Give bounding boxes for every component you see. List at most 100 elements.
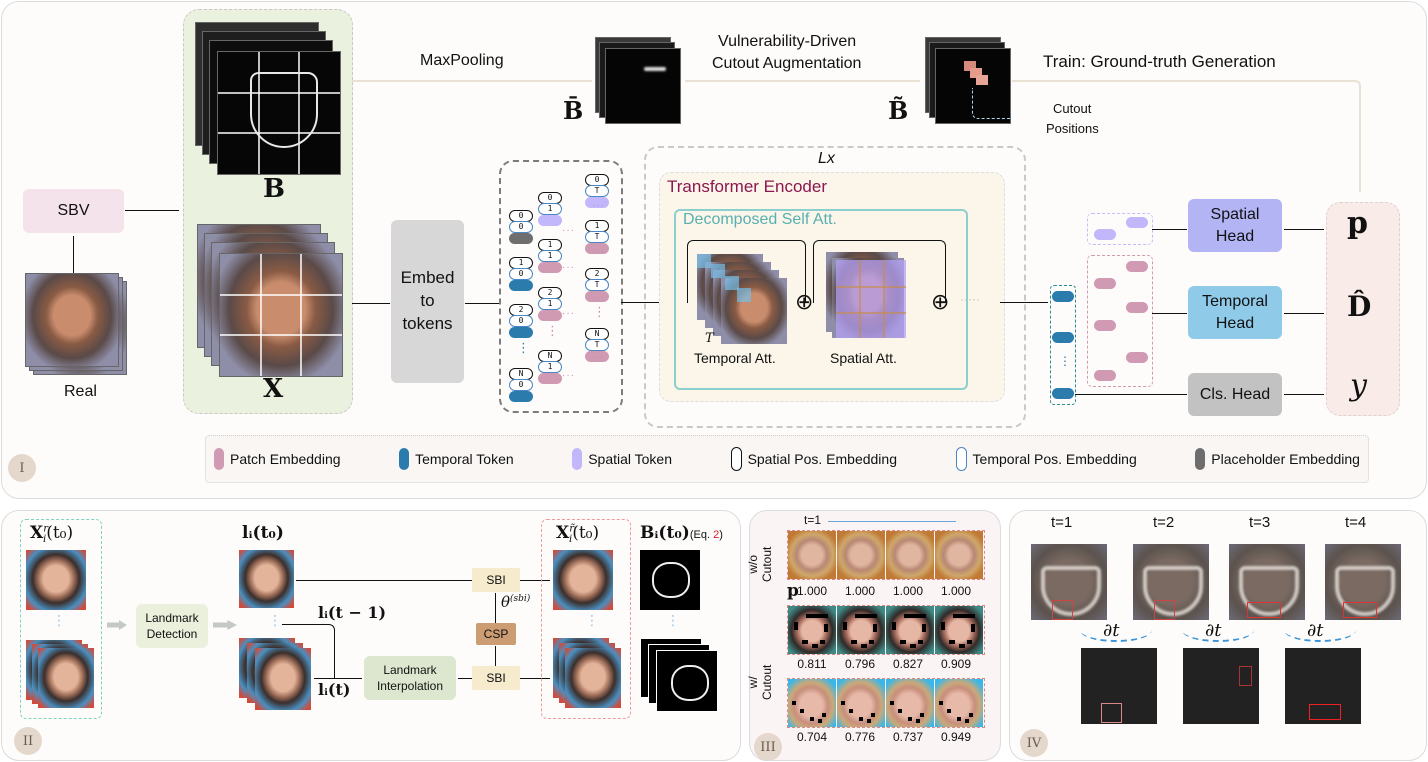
token-vdots: ⋮ — [546, 323, 559, 338]
embed-line1: Embed — [400, 268, 455, 288]
frame-time-label: t=4 — [1345, 514, 1367, 531]
diff-heatmap — [1285, 648, 1361, 724]
vulnerable-region-box — [1154, 600, 1175, 620]
patch-token — [538, 262, 562, 273]
temporal-pos-embedding: 1 — [538, 250, 562, 262]
p-score: 0.949 — [940, 730, 972, 744]
real-frames-clip — [26, 640, 98, 712]
frame-thumbnail — [886, 531, 934, 579]
cutout-label-line1: Cutout — [1053, 101, 1092, 116]
residual-temporal — [687, 240, 806, 303]
legend-item: Temporal Pos. Embedding — [955, 447, 1137, 471]
arrow-y-to-cls — [1284, 394, 1324, 395]
frame-thumbnail — [935, 606, 983, 654]
patch-token — [585, 291, 609, 302]
video-frames-stack — [197, 224, 343, 377]
vulnerable-region-box — [1343, 602, 1377, 618]
arrow-to-temporal-head — [1152, 313, 1187, 314]
lx-label: Lx — [818, 150, 835, 167]
temporal-pos-embedding: T — [585, 185, 609, 197]
fake-frames-clip — [553, 638, 627, 712]
token-dots: ··· — [592, 200, 605, 211]
cutout-label-line2: Positions — [1046, 121, 1099, 136]
legend-swatch — [1195, 448, 1206, 470]
theta-label: θ(sbi) — [501, 593, 531, 611]
temporal-token — [509, 391, 533, 402]
token-dots: ··· — [562, 308, 575, 319]
embed-line2: to — [420, 291, 435, 311]
token-vdots: ⋮ — [517, 340, 530, 355]
t-axis-label: T — [705, 331, 714, 346]
video-symbol: X — [263, 374, 284, 404]
spatial-pos-embedding: 0 — [509, 210, 533, 222]
arrow-tokens-to-encoder — [621, 302, 695, 303]
legend-swatch — [214, 448, 224, 470]
embed-line3: tokens — [402, 313, 453, 333]
legend-item: Spatial Token — [572, 447, 672, 471]
p-score: 0.811 — [797, 657, 827, 671]
eq-ref-link[interactable]: 2 — [713, 529, 720, 541]
embed-tokens-box: Embed to tokens — [391, 220, 464, 383]
temporal-pos-embedding: 1 — [538, 203, 562, 215]
arrow-real-to-sbv — [73, 236, 74, 274]
arrow-embed-to-tokens — [465, 303, 499, 304]
decomposed-self-att-label: Decomposed Self Att. — [683, 211, 837, 228]
spatial-attention-stack — [826, 252, 906, 340]
frame-thumbnail — [886, 606, 934, 654]
cutout-row — [787, 530, 985, 580]
temporal-diff-arrow — [1182, 618, 1254, 642]
decomposed-self-att-block — [674, 209, 968, 390]
frame-thumbnail — [837, 531, 885, 579]
real-frame-t0 — [26, 550, 86, 610]
oplus-1: ⊕ — [795, 289, 814, 314]
spatial-tokens-out — [1087, 213, 1153, 245]
frame-thumbnail — [788, 531, 836, 579]
patch-token — [538, 310, 562, 321]
frame-thumbnail — [935, 531, 983, 579]
legend-item: Placeholder Embedding — [1195, 447, 1360, 471]
panel-numeral-i: I — [8, 454, 36, 482]
arrow-d-to-temporal — [1284, 313, 1324, 314]
placeholder-token — [509, 233, 533, 244]
vulnerability-frame — [1133, 544, 1209, 620]
boundary-frames-stack — [195, 22, 341, 175]
temporal-tokens-out: ⋮ — [1050, 285, 1076, 405]
b-bar-symbol: B̄ — [563, 96, 584, 125]
target-y: y — [1350, 368, 1367, 403]
token-sequence-panel — [499, 160, 623, 413]
arrow-inputs-to-embed — [352, 303, 390, 304]
sbi-box-top: SBI — [472, 568, 520, 592]
diff-region-box — [1309, 704, 1341, 720]
lx-repeat-panel — [644, 146, 1026, 428]
boundary-mask-clip — [640, 638, 720, 714]
fake-frame-t0 — [553, 550, 613, 610]
p-score: 0.827 — [892, 657, 924, 671]
temporal-pos-embedding: 0 — [509, 221, 533, 233]
boundary-mask-t0 — [640, 550, 700, 610]
temporal-pos-embedding: 0 — [509, 315, 533, 327]
encoder-ellipsis: ····· — [960, 292, 980, 306]
token-dots: ··· — [592, 352, 605, 363]
landmark-t-label: lᵢ(t) — [318, 680, 351, 699]
token-dots: ··· — [592, 292, 605, 303]
frame-thumbnail — [837, 606, 885, 654]
w-cutout-label: w/Cutout — [746, 664, 774, 700]
patch-token — [585, 351, 609, 362]
spatial-pos-embedding: 2 — [538, 287, 562, 299]
temporal-token — [509, 280, 533, 291]
cutout-map-stack — [925, 37, 1015, 125]
cutout-row — [787, 605, 985, 655]
diff-region-box — [1239, 666, 1252, 686]
patch-token — [538, 373, 562, 384]
panel-numeral-ii: II — [14, 727, 42, 755]
arrow-sbi-to-fake-t0 — [520, 580, 550, 581]
spatial-token — [538, 215, 562, 226]
p-score: 1.000 — [844, 584, 876, 598]
cls-head: Cls. Head — [1188, 373, 1282, 416]
p-score-symbol: p — [787, 581, 799, 601]
legend-label: Spatial Pos. Embedding — [747, 451, 897, 467]
target-p: p — [1347, 206, 1368, 241]
p-score: 0.704 — [796, 730, 828, 744]
b-tilde-symbol: B̃ — [888, 96, 909, 125]
